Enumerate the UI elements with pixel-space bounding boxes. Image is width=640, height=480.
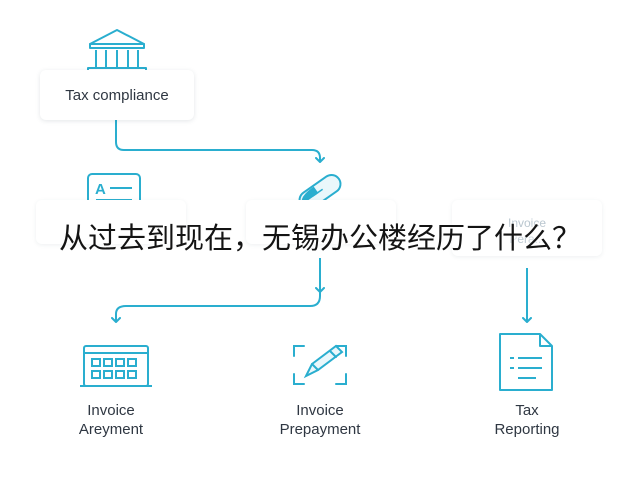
document-node-box[interactable] bbox=[36, 200, 186, 244]
invoice-top-right-box[interactable] bbox=[452, 200, 602, 256]
tax-reporting-line1: Tax bbox=[515, 402, 539, 419]
invoice-payment-line1: Invoice bbox=[87, 402, 135, 419]
connector-tax-compliance-to-pill bbox=[115, 120, 325, 163]
bank-icon bbox=[87, 29, 147, 74]
tax-reporting-line2: Reporting bbox=[494, 421, 560, 438]
building-icon bbox=[80, 345, 152, 387]
invoice-payment-line2: Areyment bbox=[78, 421, 144, 438]
tax-compliance-box[interactable] bbox=[40, 70, 194, 120]
invoice-top-right-line2: Pera... bbox=[509, 232, 545, 246]
overlay-caption: 从过去到现在，无锡办公楼经历了什么？ bbox=[58, 221, 581, 255]
svg-text:A: A bbox=[95, 181, 106, 198]
pencil-frame-icon bbox=[293, 344, 347, 385]
invoice-prepayment-line1: Invoice bbox=[296, 402, 344, 419]
tax-compliance-label: Tax compliance bbox=[65, 87, 169, 104]
invoice-top-right-line1: Invoice bbox=[507, 216, 547, 230]
invoice-prepayment-line2: Prepayment bbox=[279, 421, 361, 438]
pill-node-box[interactable] bbox=[246, 200, 396, 244]
connector-pill-to-invoice-payment bbox=[111, 258, 321, 323]
report-document-icon bbox=[499, 333, 553, 391]
